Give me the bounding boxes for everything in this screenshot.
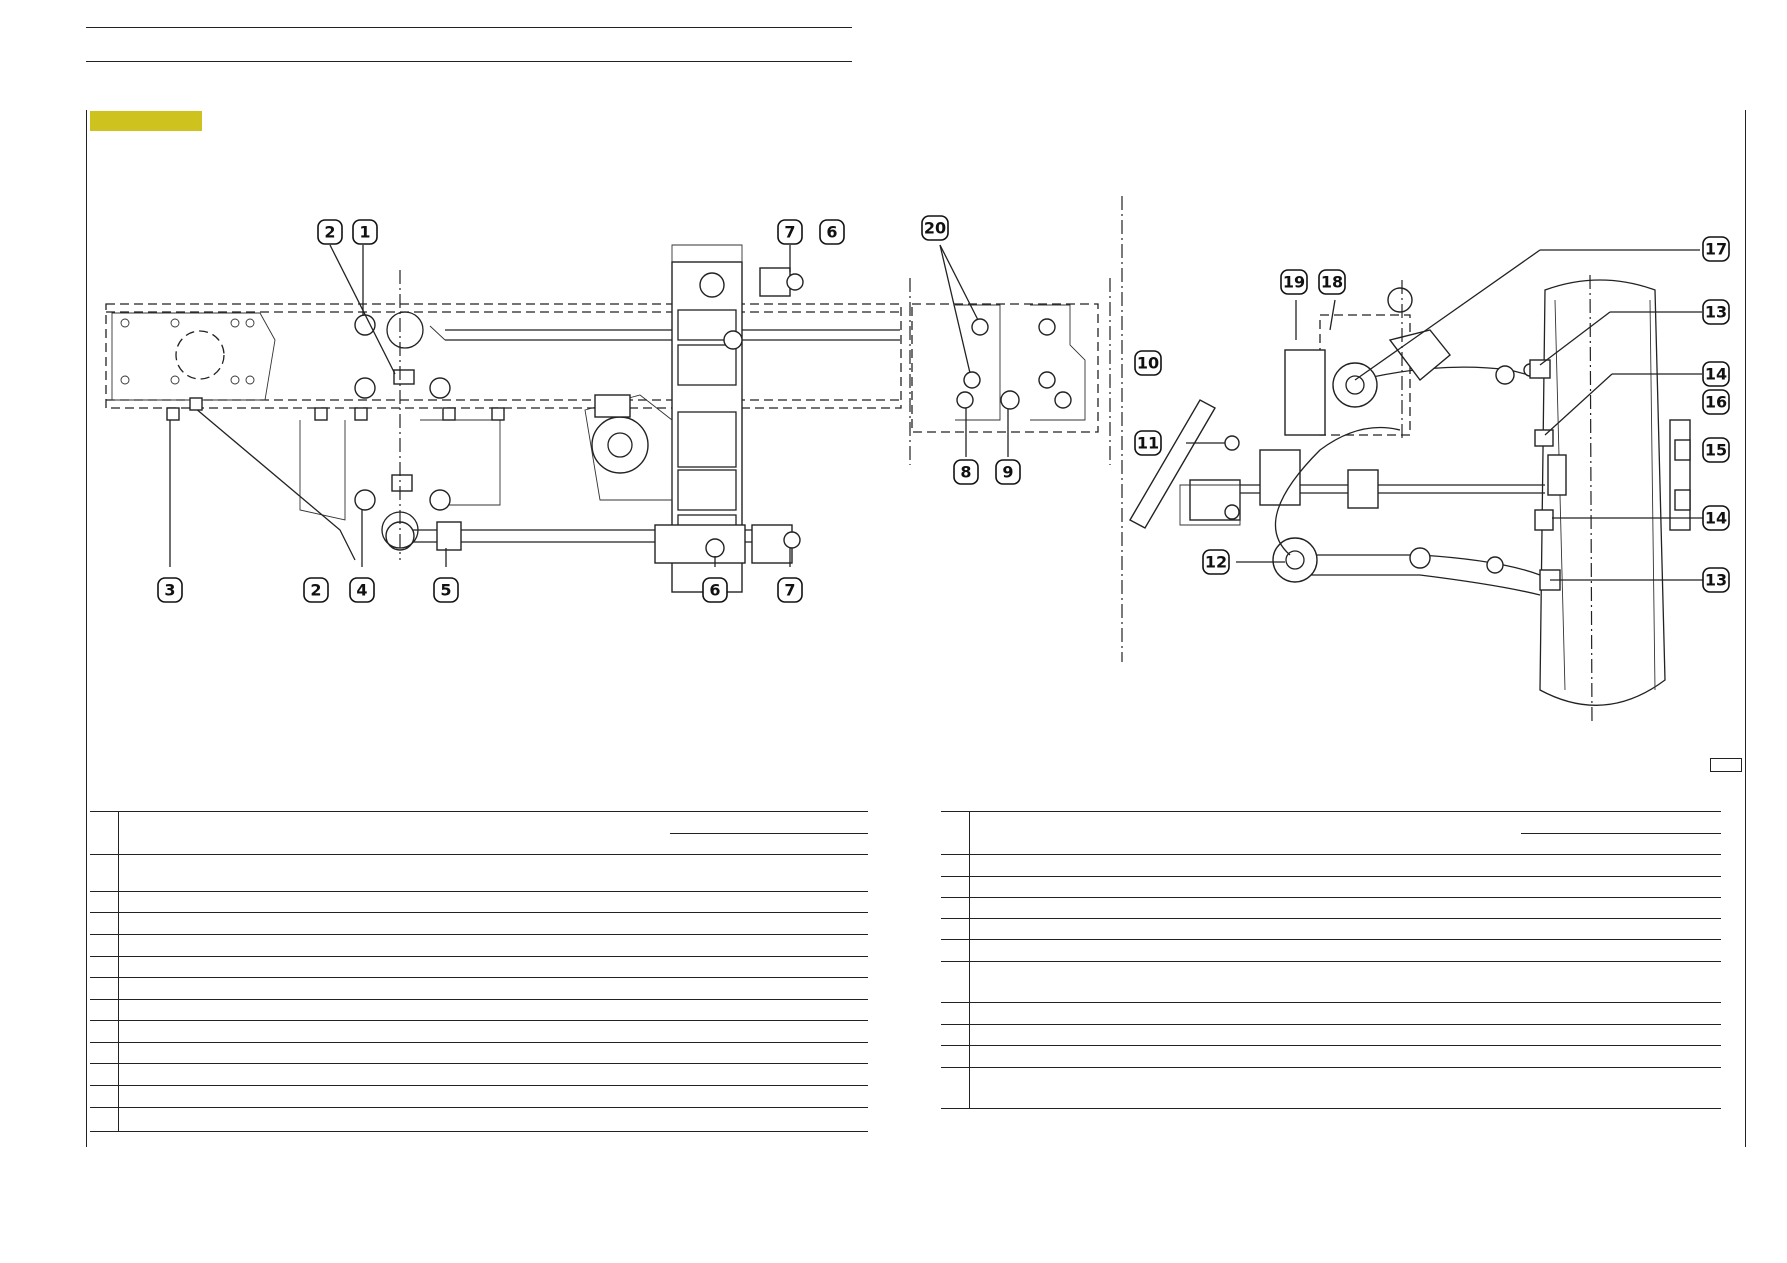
svg-text:4: 4 (356, 581, 367, 600)
svg-text:6: 6 (709, 581, 720, 600)
svg-text:13: 13 (1705, 303, 1727, 322)
svg-text:18: 18 (1321, 273, 1343, 292)
svg-text:19: 19 (1283, 273, 1305, 292)
table-row (941, 939, 1721, 940)
svg-text:20: 20 (924, 219, 946, 238)
svg-text:10: 10 (1137, 354, 1159, 373)
svg-text:15: 15 (1705, 441, 1727, 460)
svg-text:14: 14 (1705, 509, 1727, 528)
table-row (941, 961, 1721, 962)
table-left-col-divider (118, 811, 119, 1132)
header-rule-bottom (86, 61, 852, 62)
callout-19: 19 (1280, 269, 1308, 295)
callout-18: 18 (1318, 269, 1346, 295)
svg-text:16: 16 (1705, 393, 1727, 412)
svg-text:14: 14 (1705, 365, 1727, 384)
table-row (90, 1063, 868, 1064)
table-row (90, 1042, 868, 1043)
table-row (90, 811, 868, 812)
svg-text:3: 3 (164, 581, 175, 600)
callout-5: 5 (433, 577, 459, 603)
table-header-subline (1521, 833, 1721, 834)
callout-13-top: 13 (1702, 299, 1730, 325)
table-row (941, 876, 1721, 877)
table-row (941, 1108, 1721, 1109)
callout-14-bottom: 14 (1702, 505, 1730, 531)
table-row (90, 1131, 868, 1132)
table-row (90, 1020, 868, 1021)
frame-right (1745, 110, 1746, 1147)
table-row (941, 918, 1721, 919)
callout-7-bottom: 7 (777, 577, 803, 603)
table-row (90, 1107, 868, 1108)
table-row (941, 811, 1721, 812)
header-rule-top (86, 27, 852, 28)
right-view (1121, 196, 1704, 726)
callouts: 1 2 7 6 3 2 4 5 6 7 20 8 9 17 19 18 13 1… (157, 215, 1730, 603)
svg-text:12: 12 (1205, 553, 1227, 572)
section-tag-badge (90, 111, 202, 131)
callout-17: 17 (1702, 236, 1730, 262)
callout-7-top: 7 (777, 219, 803, 245)
callout-6-top: 6 (819, 219, 845, 245)
table-header-subline (670, 833, 868, 834)
table-row (941, 897, 1721, 898)
callout-2-top: 2 (317, 219, 343, 245)
callout-9: 9 (995, 459, 1021, 485)
callout-14-top: 14 (1702, 361, 1730, 387)
callout-8: 8 (953, 459, 979, 485)
callout-10: 10 (1134, 350, 1162, 376)
table-row (90, 934, 868, 935)
table-row (941, 1045, 1721, 1046)
svg-text:1: 1 (359, 223, 370, 242)
table-row (941, 854, 1721, 855)
frame-left (86, 110, 87, 1147)
middle-view (909, 244, 1111, 465)
table-row (90, 891, 868, 892)
callout-1: 1 (352, 219, 378, 245)
table-row (941, 1024, 1721, 1025)
left-view (105, 244, 902, 593)
svg-text:9: 9 (1002, 463, 1013, 482)
table-row (90, 854, 868, 855)
svg-text:2: 2 (310, 581, 321, 600)
callout-3: 3 (157, 577, 183, 603)
svg-text:17: 17 (1705, 240, 1727, 259)
callout-6-bottom: 6 (702, 577, 728, 603)
table-row (941, 1002, 1721, 1003)
callout-4: 4 (349, 577, 375, 603)
table-row (941, 1067, 1721, 1068)
table-row (90, 977, 868, 978)
svg-text:2: 2 (324, 223, 335, 242)
svg-text:11: 11 (1137, 434, 1159, 453)
svg-text:5: 5 (440, 581, 451, 600)
table-right-col-divider (969, 811, 970, 1109)
torque-table-right (941, 811, 1721, 1109)
callout-15: 15 (1702, 437, 1730, 463)
callout-12: 12 (1202, 549, 1230, 575)
callout-13-bottom: 13 (1702, 567, 1730, 593)
table-row (90, 956, 868, 957)
svg-text:8: 8 (960, 463, 971, 482)
page-ref-box (1710, 758, 1742, 772)
svg-text:7: 7 (784, 223, 795, 242)
torque-table-left (90, 811, 868, 1132)
callout-16: 16 (1702, 389, 1730, 415)
table-row (90, 999, 868, 1000)
table-row (90, 912, 868, 913)
callout-20: 20 (921, 215, 949, 241)
svg-text:13: 13 (1705, 571, 1727, 590)
svg-text:7: 7 (784, 581, 795, 600)
svg-text:6: 6 (826, 223, 837, 242)
callout-2-bottom: 2 (303, 577, 329, 603)
callout-11: 11 (1134, 430, 1162, 456)
table-row (90, 1085, 868, 1086)
